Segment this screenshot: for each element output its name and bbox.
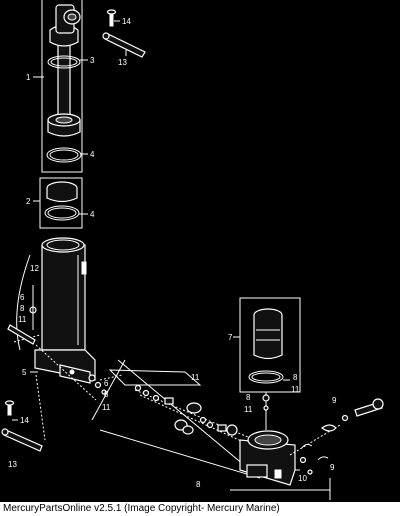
exploded-parts-diagram: 1 3 4 2 4 14 13 12 6 8 11 5 6 8 11 11 7 …	[1, 0, 384, 500]
callout-14a: 14	[122, 17, 131, 26]
callout-11e: 11	[244, 405, 253, 414]
callout-11b: 11	[102, 403, 111, 412]
callout-11a: 11	[18, 315, 27, 324]
callout-5: 5	[22, 368, 27, 377]
callout-1: 1	[26, 73, 31, 82]
piston-box	[39, 177, 83, 229]
pin-and-screw-top	[102, 9, 146, 58]
callout-7: 7	[228, 333, 233, 342]
copyright-footer: MercuryPartsOnline v2.5.1 (Image Copyrig…	[0, 502, 400, 516]
callout-11c: 11	[191, 373, 200, 382]
filter-box	[239, 297, 301, 430]
callout-8d: 8	[246, 393, 251, 402]
callout-4a: 4	[90, 150, 95, 159]
ram-assembly-box	[41, 0, 83, 173]
callout-leaders	[12, 20, 290, 421]
callout-14b: 14	[20, 416, 29, 425]
callout-8c: 8	[293, 373, 298, 382]
callout-11d: 11	[291, 385, 300, 394]
callout-4b: 4	[90, 210, 95, 219]
callout-8e: 8	[196, 480, 201, 489]
callout-labels: 1 3 4 2 4 14 13 12 6 8 11 5 6 8 11 11 7 …	[8, 17, 337, 489]
callout-12: 12	[30, 264, 39, 273]
callout-6a: 6	[20, 293, 25, 302]
cylinder-housing	[7, 237, 123, 441]
pin-and-screw-bottom	[1, 400, 43, 452]
callout-8b: 8	[104, 390, 109, 399]
callout-2: 2	[26, 197, 31, 206]
callout-8a: 8	[20, 304, 25, 313]
callout-9b: 9	[330, 463, 335, 472]
callout-6b: 6	[104, 379, 109, 388]
callout-3: 3	[90, 56, 95, 65]
callout-13b: 13	[8, 460, 17, 469]
callout-10: 10	[298, 474, 307, 483]
callout-9a: 9	[332, 396, 337, 405]
callout-13a: 13	[118, 58, 127, 67]
pump-manifold	[230, 398, 384, 500]
